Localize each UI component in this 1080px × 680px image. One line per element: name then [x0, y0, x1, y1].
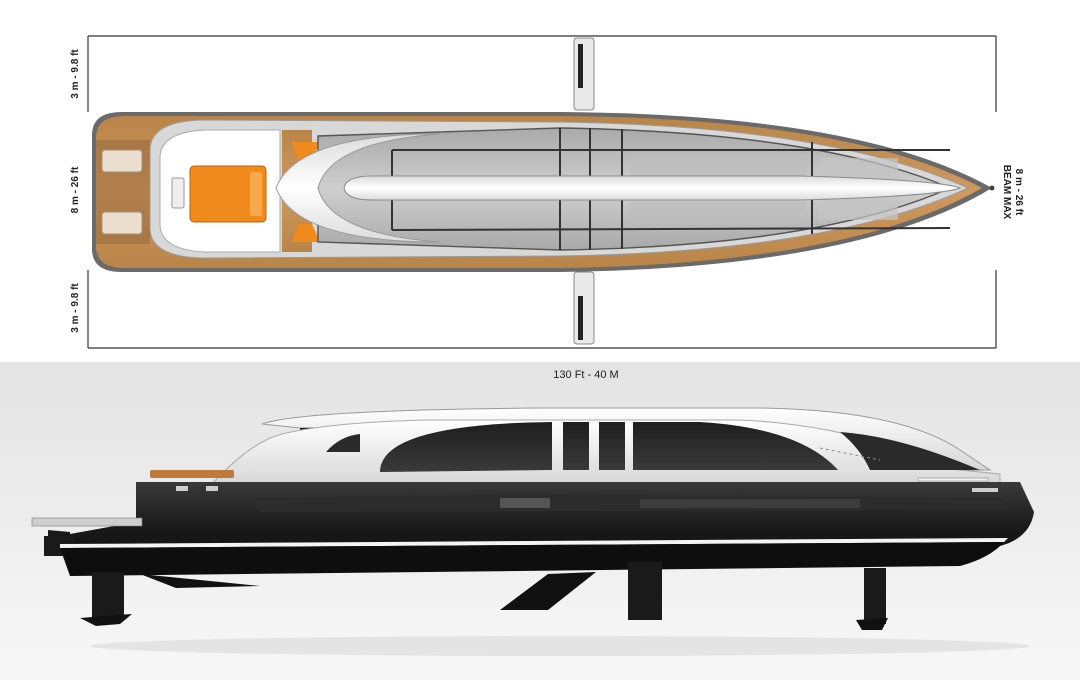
bow-tip	[989, 185, 995, 191]
side-profile-drawing: 130 Ft - 40 M	[31, 369, 1034, 656]
superstructure	[208, 419, 1001, 487]
roof-arch-plan	[275, 133, 962, 243]
water-reflection	[90, 636, 1030, 656]
hydrofoil-struts	[573, 37, 595, 345]
length-label: 130 Ft - 40 M	[553, 369, 618, 381]
dimension-frame	[87, 35, 997, 349]
side-clearance-top-label: 3 m - 9.8 ft	[70, 49, 81, 99]
beam-max-value: 8 m - 26 ft	[1013, 169, 1024, 216]
side-clearance-bottom-label: 3 m - 9.8 ft	[70, 283, 81, 333]
plan-view-drawing: 3 m - 9.8 ft 8 m - 26 ft 3 m - 9.8 ft BE…	[70, 35, 1024, 349]
aft-sun-cushion	[150, 470, 234, 478]
beam-label: 8 m - 26 ft	[70, 166, 81, 213]
hull-profile	[31, 482, 1034, 576]
hydrofoils-profile	[80, 562, 888, 630]
side-profile-panel: 130 Ft - 40 M	[0, 362, 1080, 680]
beam-max-title: BEAM MAX	[1001, 165, 1012, 220]
plan-view-panel: 3 m - 9.8 ft 8 m - 26 ft 3 m - 9.8 ft BE…	[70, 35, 1024, 349]
